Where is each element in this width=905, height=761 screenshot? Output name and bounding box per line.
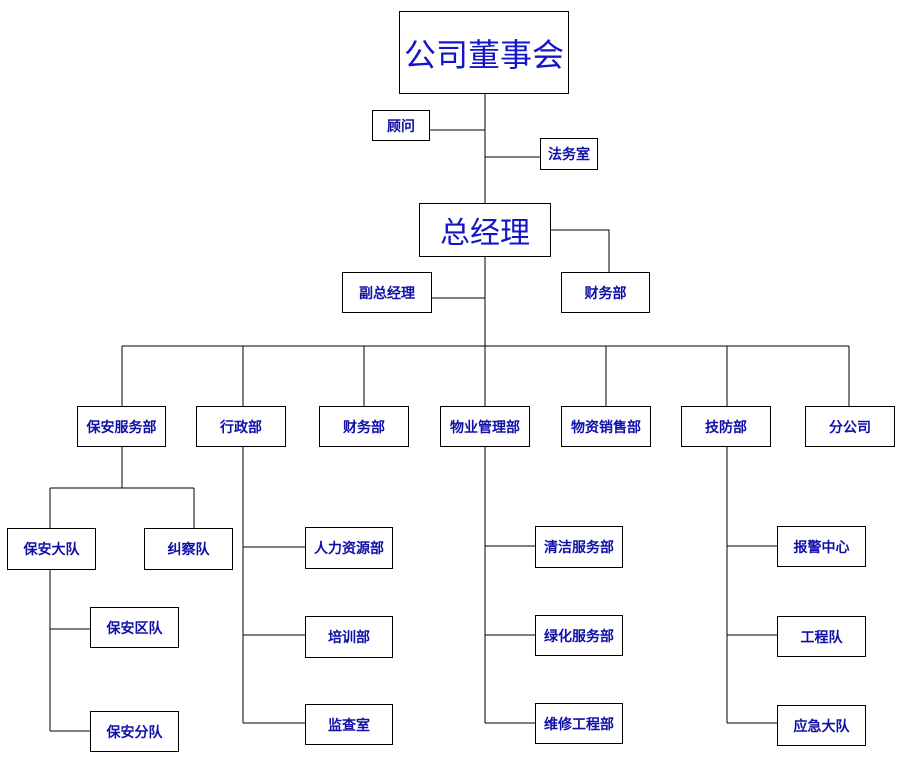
node-dept-admin: 行政部: [196, 406, 286, 447]
node-deputy-gm: 副总经理: [342, 272, 432, 313]
node-admin-audit: 监查室: [305, 704, 393, 745]
node-dept-branch: 分公司: [805, 406, 895, 447]
node-property-repair: 维修工程部: [535, 703, 623, 744]
node-dept-property: 物业管理部: [440, 406, 530, 447]
node-property-greening: 绿化服务部: [535, 615, 623, 656]
node-security-squad: 保安分队: [90, 711, 179, 752]
node-property-cleaning: 清洁服务部: [535, 526, 623, 568]
node-tech-emergency: 应急大队: [777, 705, 866, 746]
node-tech-engineering: 工程队: [777, 616, 866, 657]
node-admin-hr: 人力资源部: [305, 527, 393, 569]
node-admin-training: 培训部: [305, 616, 393, 658]
node-general-manager: 总经理: [419, 203, 551, 257]
node-dept-security: 保安服务部: [77, 406, 166, 447]
node-board: 公司董事会: [399, 11, 569, 94]
node-security-brigade: 保安大队: [7, 528, 96, 570]
node-dept-tech: 技防部: [681, 406, 771, 447]
node-security-inspection: 纠察队: [144, 528, 233, 570]
node-security-district: 保安区队: [90, 607, 179, 648]
node-finance-top: 财务部: [561, 272, 650, 313]
node-tech-alarm: 报警中心: [777, 526, 866, 567]
node-advisor: 顾问: [372, 110, 430, 141]
node-legal: 法务室: [540, 138, 598, 170]
node-dept-finance: 财务部: [319, 406, 409, 447]
node-dept-sales: 物资销售部: [561, 406, 651, 447]
